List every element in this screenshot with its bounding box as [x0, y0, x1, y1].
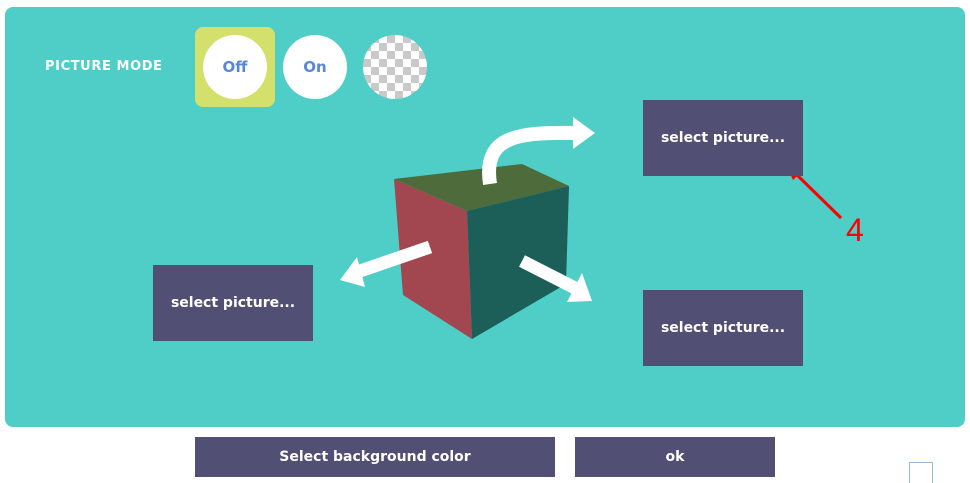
- annotation-number: 4: [846, 212, 864, 248]
- select-background-color-button[interactable]: Select background color: [195, 437, 555, 477]
- cube-scene: [340, 117, 843, 339]
- cube-left-face: [394, 179, 472, 339]
- picture-mode-on-button[interactable]: On: [283, 35, 347, 99]
- picture-mode-transparent-button[interactable]: [363, 35, 427, 99]
- annotation-arrow-icon: [794, 172, 843, 220]
- cube-top-face: [394, 164, 569, 211]
- arrow-left-icon: [357, 240, 433, 278]
- arrow-right-icon: [519, 255, 578, 294]
- select-picture-top-button[interactable]: select picture...: [643, 100, 803, 176]
- select-picture-right-button[interactable]: select picture...: [643, 290, 803, 366]
- picture-mode-label: PICTURE MODE: [45, 59, 163, 74]
- curved-arrow-icon: [482, 125, 576, 186]
- ok-button[interactable]: ok: [575, 437, 775, 477]
- select-picture-left-button[interactable]: select picture...: [153, 265, 313, 341]
- corner-frame: [909, 462, 933, 483]
- cube-right-face: [467, 186, 569, 339]
- picture-mode-panel: PICTURE MODE Off On select picture... se…: [5, 7, 965, 427]
- picture-mode-off-button[interactable]: Off: [203, 35, 267, 99]
